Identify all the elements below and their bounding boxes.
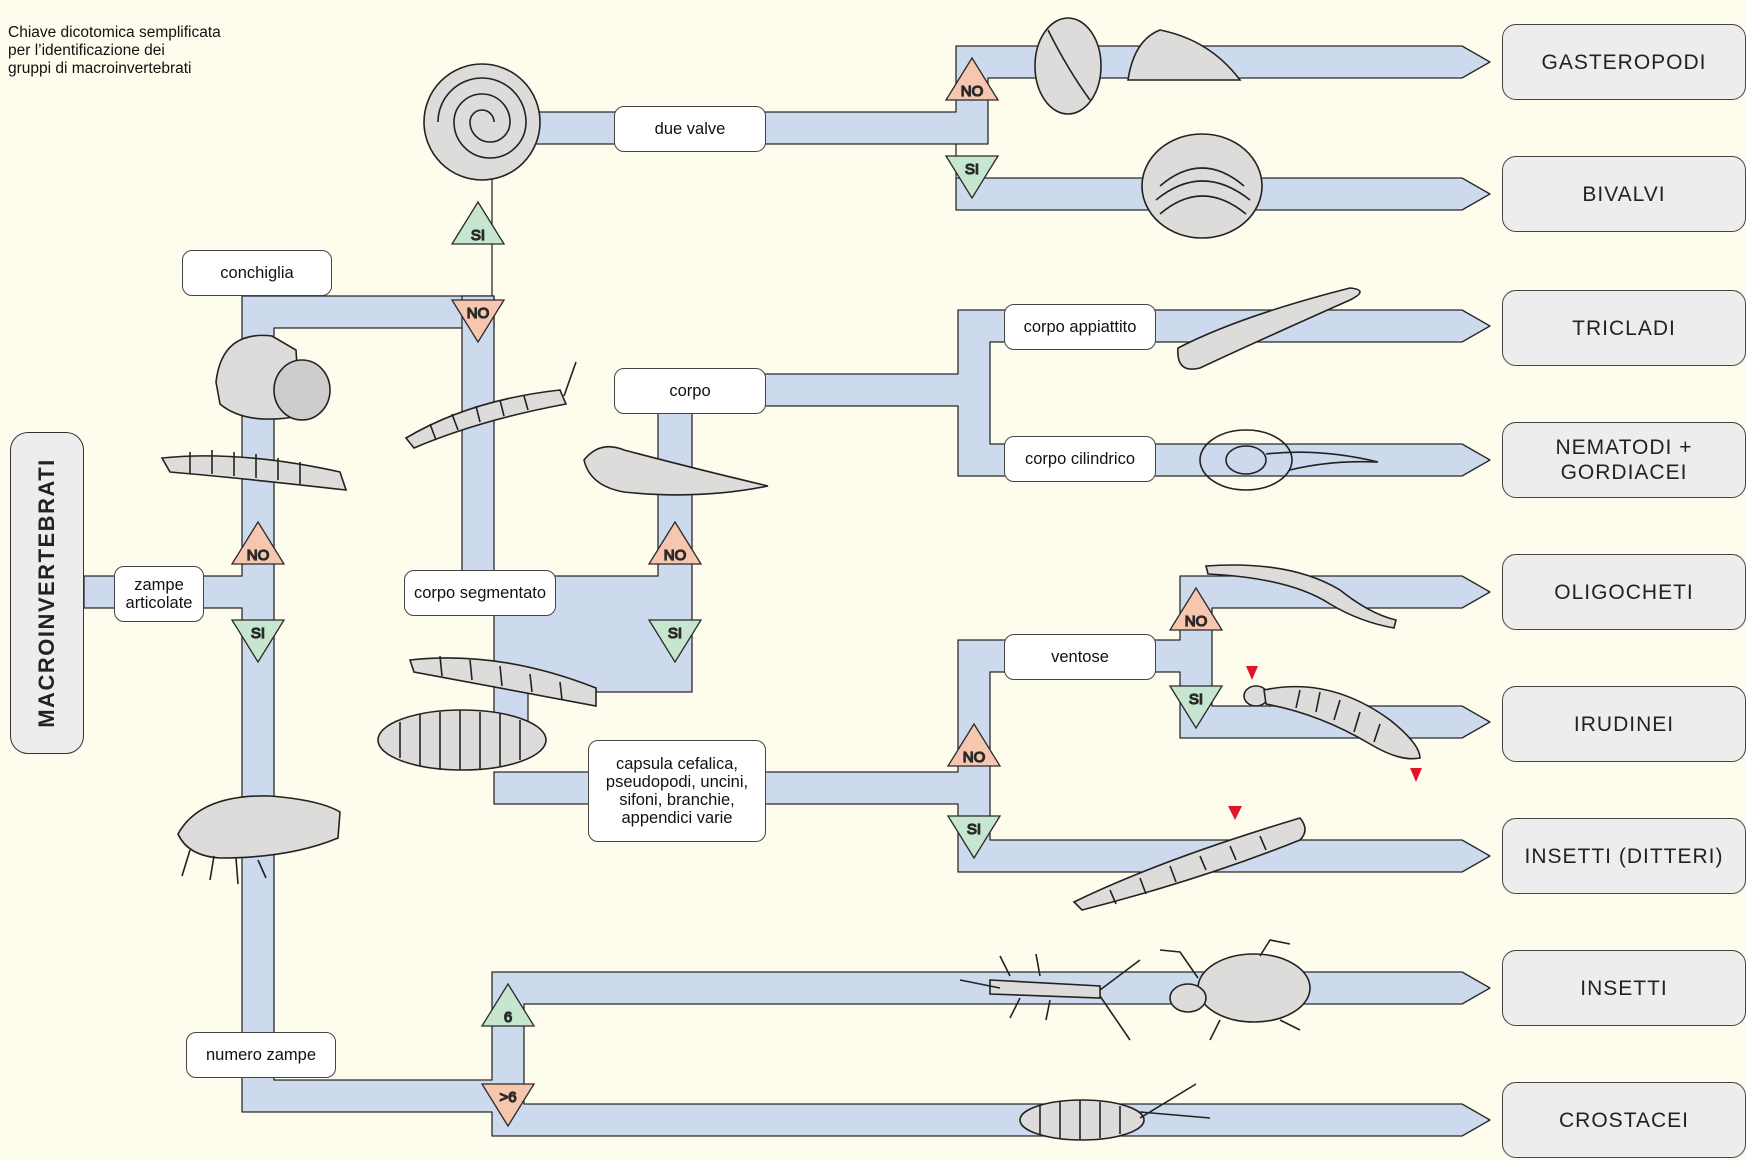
answer-triangles: SI NO NO SI NO SI NO SI	[232, 58, 1222, 1126]
svg-text:NO: NO	[963, 749, 986, 766]
svg-text:NO: NO	[467, 305, 490, 322]
node-corpo-cilindrico: corpo cilindrico	[1004, 436, 1156, 482]
marker-middle	[1228, 806, 1242, 820]
beetle-illustration	[1160, 940, 1310, 1040]
svg-text:SI: SI	[251, 625, 265, 642]
answer-conchiglia-yes: SI	[452, 202, 504, 244]
intro-line-2: per l’identificazione dei	[8, 42, 221, 60]
root-box: MACROINVERTEBRATI	[10, 432, 84, 754]
svg-text:NO: NO	[664, 547, 687, 564]
result-gasteropodi: GASTEROPODI	[1502, 24, 1746, 100]
svg-text:>6: >6	[499, 1089, 516, 1106]
marker-rear	[1410, 768, 1422, 782]
svg-text:NO: NO	[1185, 613, 1208, 630]
result-irudinei: IRUDINEI	[1502, 686, 1746, 762]
result-bivalvi: BIVALVI	[1502, 156, 1746, 232]
result-crostacei: CROSTACEI	[1502, 1082, 1746, 1158]
svg-text:NO: NO	[247, 547, 270, 564]
result-nematodi-gordiacei: NEMATODI + GORDIACEI	[1502, 422, 1746, 498]
root-label: MACROINVERTEBRATI	[34, 458, 60, 728]
gastropod-illustration	[1035, 18, 1240, 114]
svg-text:SI: SI	[965, 161, 979, 178]
svg-text:SI: SI	[471, 227, 485, 244]
answer-segmentato-no: NO	[649, 522, 701, 564]
node-numero-zampe: numero zampe	[186, 1032, 336, 1078]
intro-text: Chiave dicotomica semplificata per l’ide…	[8, 24, 221, 78]
result-oligocheti: OLIGOCHETI	[1502, 554, 1746, 630]
node-corpo-appiattito: corpo appiattito	[1004, 304, 1156, 350]
answer-zampe-yes: SI	[232, 620, 284, 662]
node-conchiglia: conchiglia	[182, 250, 332, 296]
svg-text:6: 6	[504, 1009, 512, 1026]
node-zampe-articolate: zampe articolate	[114, 566, 204, 622]
svg-text:SI: SI	[1189, 691, 1203, 708]
node-ventose: ventose	[1004, 634, 1156, 680]
answer-capsula-no: NO	[948, 724, 1000, 766]
intro-line-1: Chiave dicotomica semplificata	[8, 24, 221, 42]
svg-text:SI: SI	[668, 625, 682, 642]
marker-front	[1246, 666, 1258, 680]
snail-with-operculum-illustration	[216, 335, 330, 420]
svg-text:NO: NO	[961, 83, 984, 100]
answer-zampe-no: NO	[232, 522, 284, 564]
result-insetti-ditteri: INSETTI (DITTERI)	[1502, 818, 1746, 894]
leech-body-illustration	[378, 710, 546, 770]
bivalve-illustration	[1142, 134, 1262, 238]
node-corpo-segmentato: corpo segmentato	[404, 570, 556, 616]
snail-shell-illustration	[424, 64, 540, 180]
result-tricladi: TRICLADI	[1502, 290, 1746, 366]
node-due-valve: due valve	[614, 106, 766, 152]
node-capsula-cefalica: capsula cefalica, pseudopodi, uncini, si…	[588, 740, 766, 842]
result-insetti: INSETTI	[1502, 950, 1746, 1026]
intro-line-3: gruppi di macroinvertebrati	[8, 60, 221, 78]
svg-text:SI: SI	[967, 821, 981, 838]
node-corpo: corpo	[614, 368, 766, 414]
